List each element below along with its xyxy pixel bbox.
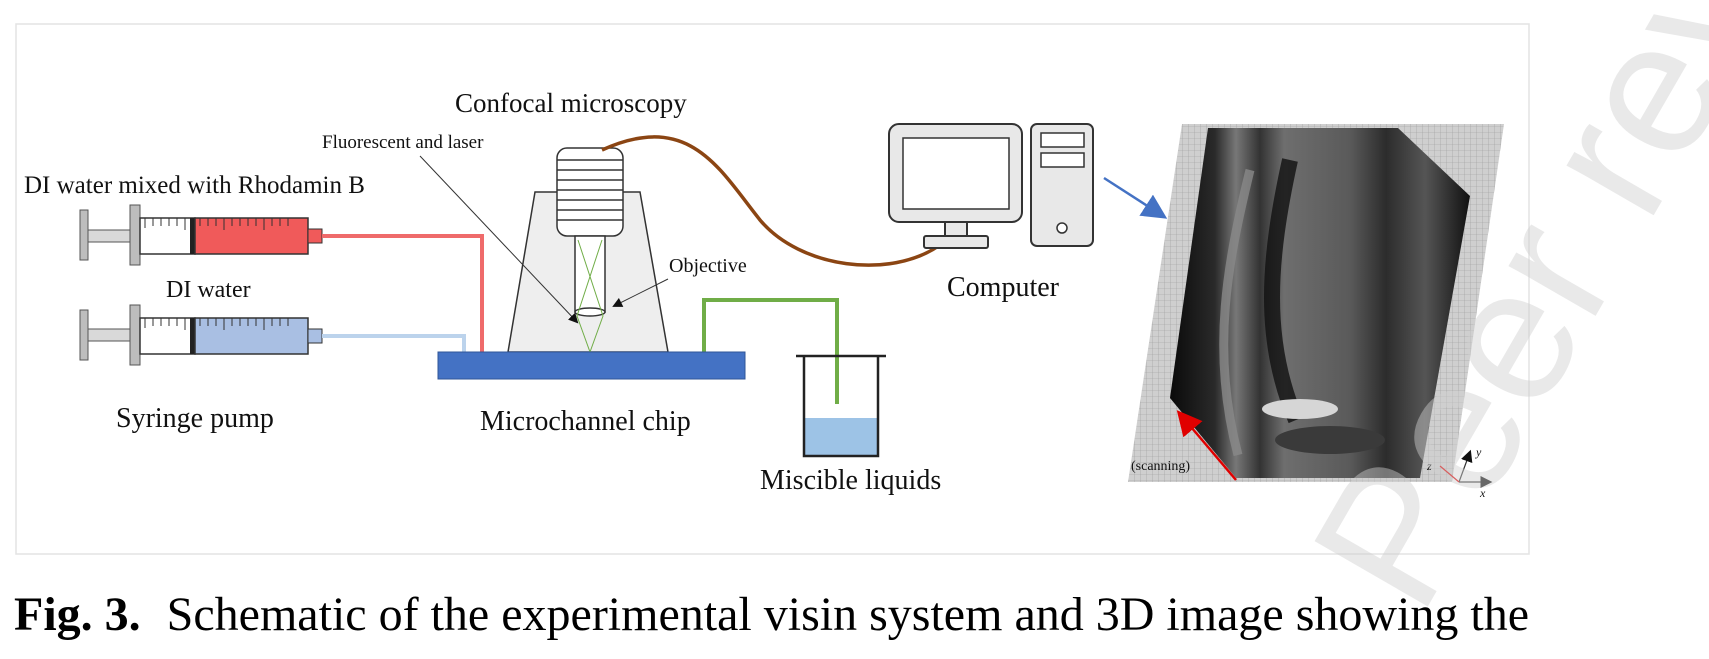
caption-figure-label: Fig. 3.	[14, 588, 141, 641]
label-fluorescent: Fluorescent and laser	[322, 132, 484, 153]
label-axis-z: z	[1426, 459, 1432, 473]
label-chip: Microchannel chip	[480, 406, 691, 437]
red-tube	[322, 234, 484, 352]
label-scanning: (scanning)	[1131, 459, 1190, 474]
syringe-water	[79, 304, 323, 366]
syringe-rhodamine	[79, 204, 323, 266]
computer-icon	[888, 123, 1094, 249]
figure-frame	[15, 23, 1530, 555]
pointer-fluorescent	[419, 155, 579, 324]
caption: Fig. 3. Schematic of the experimental vi…	[14, 588, 1529, 641]
label-syringe-pump: Syringe pump	[116, 403, 274, 434]
label-computer: Computer	[947, 272, 1060, 303]
beaker	[796, 354, 886, 458]
rhodamine-fluid	[194, 217, 309, 255]
pointer-objective	[612, 278, 669, 307]
green-tube	[702, 298, 839, 404]
label-objective: Objective	[669, 255, 747, 277]
label-miscible: Miscible liquids	[760, 465, 941, 496]
caption-text: Schematic of the experimental visin syst…	[167, 588, 1529, 641]
label-di-water: DI water	[166, 277, 251, 303]
scan-image	[1128, 124, 1504, 488]
label-di-rhodamine: DI water mixed with Rhodamin B	[24, 172, 365, 199]
objective-lens	[574, 235, 606, 313]
microscope-head	[556, 147, 624, 237]
axes-glyph	[1439, 449, 1493, 488]
microchannel-chip	[437, 351, 746, 380]
label-confocal: Confocal microscopy	[455, 88, 687, 118]
water-fluid	[194, 317, 309, 355]
blue-tube	[322, 334, 466, 352]
brown-cable	[601, 135, 942, 267]
label-axis-y: y	[1475, 445, 1482, 459]
output-arrow	[1103, 176, 1168, 219]
scanning-arrow	[1176, 410, 1237, 481]
label-axis-x: x	[1479, 486, 1486, 500]
